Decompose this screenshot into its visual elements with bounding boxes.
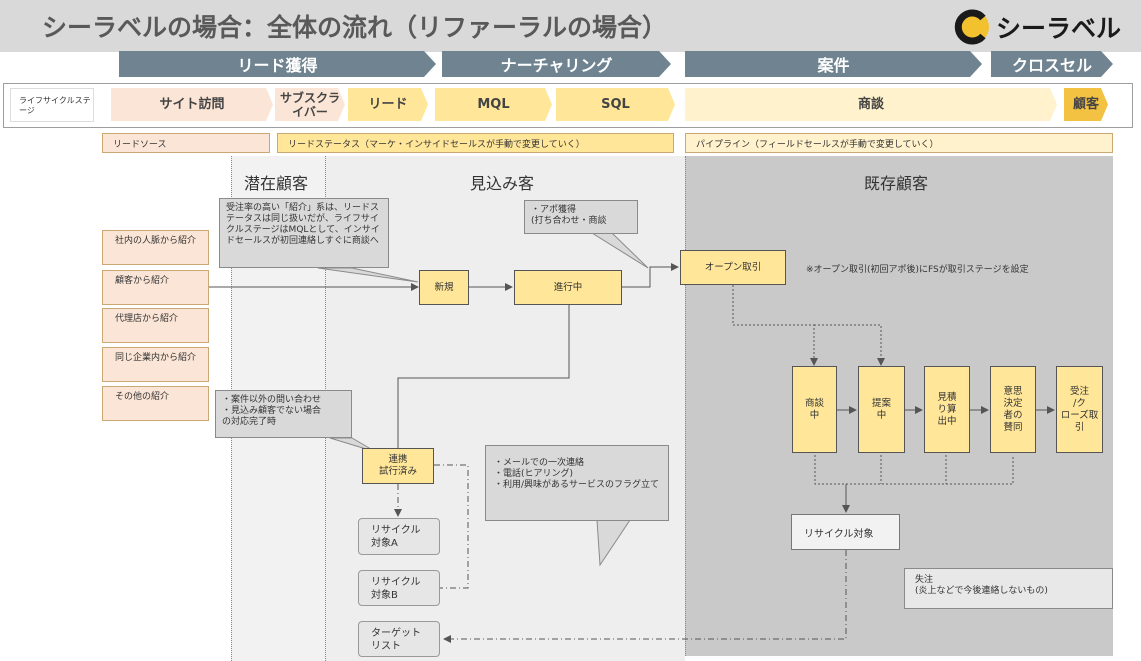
stage-deal: 商談 bbox=[685, 88, 1057, 121]
deal-stage-estimate: 見積 り算 出中 bbox=[924, 366, 970, 453]
stage-sql: SQL bbox=[556, 88, 675, 121]
source-customer-referral: 顧客から紹介 bbox=[102, 270, 209, 305]
source-same-company-referral: 同じ企業内から紹介 bbox=[102, 347, 209, 382]
lead-in-progress-box: 進行中 bbox=[514, 270, 622, 305]
note-referral: 受注率の高い「紹介」系は、リードステータスは同じ扱いだが、ライフサイクルステージ… bbox=[219, 198, 389, 268]
recycle-b-box: リサイクル 対象B bbox=[358, 570, 440, 606]
deal-stage-meeting: 商談 中 bbox=[792, 366, 837, 453]
phase-cross-sell: クロスセル bbox=[991, 51, 1113, 77]
stage-subscriber: サブスクライバー bbox=[275, 88, 345, 121]
zone-title-prospect: 見込み客 bbox=[470, 174, 535, 193]
zone-divider bbox=[685, 156, 686, 656]
recycle-a-box: リサイクル 対象A bbox=[358, 518, 440, 555]
stage-mql: MQL bbox=[435, 88, 552, 121]
source-other-referral: その他の紹介 bbox=[102, 386, 209, 421]
source-internal-network: 社内の人脈から紹介 bbox=[102, 230, 209, 265]
lead-attempted-box: 連携 試行済み bbox=[362, 448, 434, 484]
phase-lead-acquisition: リード獲得 bbox=[119, 51, 436, 77]
phase-nurturing: ナーチャリング bbox=[442, 51, 671, 77]
page-title: シーラベルの場合：全体の流れ（リファーラルの場合） bbox=[42, 13, 668, 42]
stage-site-visit: サイト訪問 bbox=[111, 88, 273, 121]
logo-text: シーラベル bbox=[996, 14, 1122, 43]
target-list-box: ターゲット リスト bbox=[358, 621, 440, 657]
logo-mark-icon bbox=[954, 9, 989, 45]
note-lost: 失注 (炎上などで今後連絡しないもの) bbox=[904, 568, 1113, 609]
source-agency-referral: 代理店から紹介 bbox=[102, 308, 209, 343]
deal-stage-decision: 意思 決定 者の 賛同 bbox=[990, 366, 1036, 453]
lead-new-box: 新規 bbox=[419, 270, 469, 305]
note-other-inquiry: ・案件以外の問い合わせ ・見込み顧客でない場合 の対応完了時 bbox=[215, 390, 352, 438]
tag-lead-status: リードステータス（マーケ・インサイドセールスが手動で変更していく） bbox=[277, 133, 674, 153]
zone-title-potential: 潜在顧客 bbox=[244, 174, 309, 193]
header-bar bbox=[0, 0, 1141, 52]
open-deal-note: ※オープン取引(初回アポ後)にFSが取引ステージを設定 bbox=[806, 265, 1029, 275]
stage-lead: リード bbox=[348, 88, 428, 121]
deal-stage-closed: 受注 /ク ローズ取 引 bbox=[1056, 366, 1103, 453]
stage-customer: 顧客 bbox=[1064, 88, 1108, 121]
tag-pipeline: パイプライン（フィールドセールスが手動で変更していく） bbox=[685, 133, 1113, 153]
deal-recycle-box: リサイクル対象 bbox=[791, 514, 900, 550]
zone-title-existing: 既存顧客 bbox=[864, 174, 929, 193]
note-contact: ・メールでの一次連絡 ・電話(ヒアリング) ・利用/興味があるサービスのフラグ立… bbox=[485, 445, 669, 521]
lifecycle-label: ライフサイクルステージ bbox=[10, 88, 94, 122]
open-deal-box: オープン取引 bbox=[680, 250, 786, 285]
note-appointment: ・アポ獲得 (打ち合わせ・商談 bbox=[524, 200, 638, 234]
tag-lead-source: リードソース bbox=[102, 133, 270, 153]
deal-stage-proposal: 提案 中 bbox=[858, 366, 905, 453]
phase-deal: 案件 bbox=[685, 51, 982, 77]
